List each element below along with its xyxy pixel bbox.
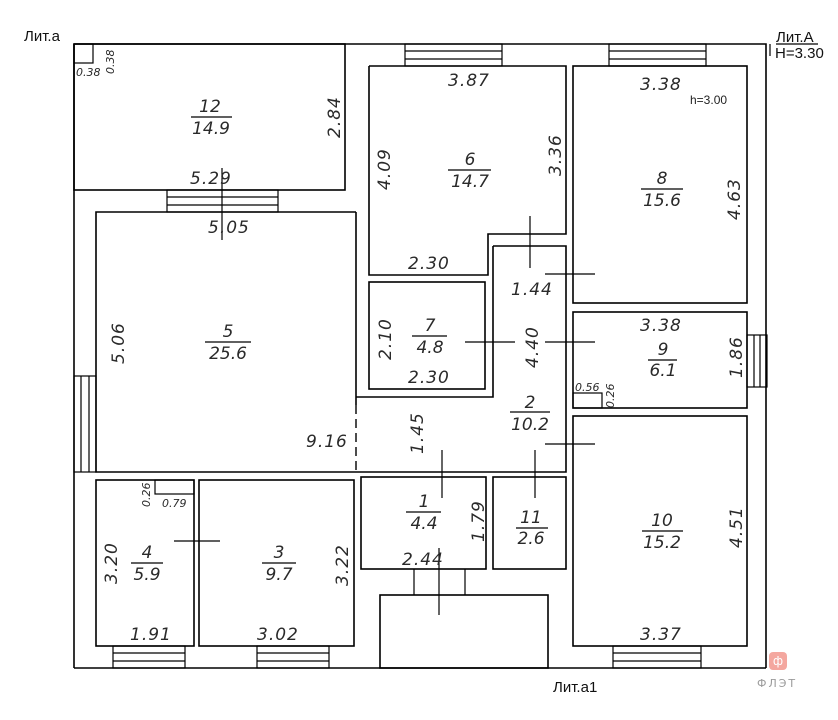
dimension-labels: 0.38 0.38 2.84 5.29 5.05 5.06 9.16 3.87 … [76, 50, 747, 646]
ceiling-height-label: h=3.00 [690, 93, 727, 107]
room-area: 6.1 [649, 361, 676, 381]
room-area: 25.6 [209, 344, 247, 364]
watermark-logo: ф [769, 652, 787, 670]
dim-label: 1.45 [408, 412, 428, 454]
room-7 [368, 281, 515, 390]
dim-label: 3.37 [640, 625, 682, 645]
room-area: 4.8 [416, 338, 443, 358]
dim-label: 1.91 [130, 625, 172, 645]
room-number: 12 [199, 97, 221, 117]
lit-A-label: Лит.А [776, 29, 814, 46]
dim-label: 0.38 [76, 66, 101, 79]
dim-label: 1.86 [727, 336, 747, 378]
lit-A-height: H=3.30 [775, 45, 824, 62]
dim-label: 3.02 [257, 625, 299, 645]
dim-label: 0.79 [162, 497, 187, 510]
room-number: 2 [525, 393, 536, 413]
room-9 [572, 311, 748, 409]
porch [379, 548, 549, 669]
room-3 [198, 479, 355, 647]
dim-label: 2.44 [402, 550, 444, 570]
lit-a1-label: Лит.a1 [553, 679, 597, 696]
dim-label: 5.29 [190, 169, 232, 189]
dim-label: 3.20 [102, 542, 122, 584]
dim-label: 3.36 [546, 134, 566, 176]
room-area: 5.9 [133, 565, 160, 585]
room-11 [492, 476, 567, 570]
room-number: 8 [657, 169, 668, 189]
room-10 [572, 415, 748, 647]
room-5 [95, 168, 357, 473]
dim-label: 1.79 [469, 500, 489, 542]
room-number: 5 [223, 322, 234, 342]
room-area: 10.2 [511, 415, 549, 435]
room-2 [356, 245, 595, 498]
dim-label: 3.22 [333, 544, 353, 586]
dim-label: 5.05 [208, 218, 250, 238]
room-area: 14.9 [192, 119, 230, 139]
room-number: 3 [274, 543, 285, 563]
dim-label: 3.38 [640, 75, 682, 95]
room-1 [360, 476, 487, 570]
brand-logo-icon: ф [772, 654, 784, 668]
brand-text: ФЛЭТ [757, 677, 798, 690]
room-6 [368, 65, 567, 276]
watermark-brand: ФЛЭТ [757, 677, 797, 690]
room-area: 15.2 [643, 533, 681, 553]
dim-label: 0.38 [104, 50, 117, 75]
room-number: 11 [520, 508, 542, 528]
room-labels: 12 14.9 5 25.6 6 14.7 8 15.6 h=3.00 7 4.… [131, 93, 727, 585]
room-area: 2.6 [517, 529, 544, 549]
room-4 [95, 479, 220, 647]
room-number: 6 [465, 150, 476, 170]
dim-label: 3.38 [640, 316, 682, 336]
room-number: 7 [425, 316, 436, 336]
room-number: 10 [651, 511, 673, 531]
dim-label: 4.63 [725, 178, 745, 220]
dim-label: 2.10 [376, 318, 396, 360]
room-area: 15.6 [643, 191, 681, 211]
room-number: 1 [419, 492, 430, 512]
dim-label: 4.51 [727, 506, 747, 548]
room-area: 4.4 [410, 514, 437, 534]
dim-label: 3.87 [448, 71, 490, 91]
room-number: 9 [658, 340, 669, 360]
dim-label: 0.26 [604, 384, 617, 409]
lit-a-label: Лит.a [24, 28, 61, 45]
room-12 [73, 43, 346, 191]
dim-label: 0.26 [140, 483, 153, 508]
dim-label: 2.30 [408, 254, 450, 274]
dim-label: 1.44 [511, 280, 553, 300]
dim-label: 0.56 [575, 381, 600, 394]
dim-label: 2.84 [325, 96, 345, 138]
room-area: 9.7 [265, 565, 292, 585]
dim-label: 9.16 [306, 432, 348, 452]
dim-label: 4.09 [375, 148, 395, 190]
dim-label: 5.06 [109, 322, 129, 364]
room-area: 14.7 [451, 172, 489, 192]
dim-label: 2.30 [408, 368, 450, 388]
room-number: 4 [142, 543, 153, 563]
dim-label: 4.40 [523, 326, 543, 368]
room-8 [572, 65, 748, 304]
